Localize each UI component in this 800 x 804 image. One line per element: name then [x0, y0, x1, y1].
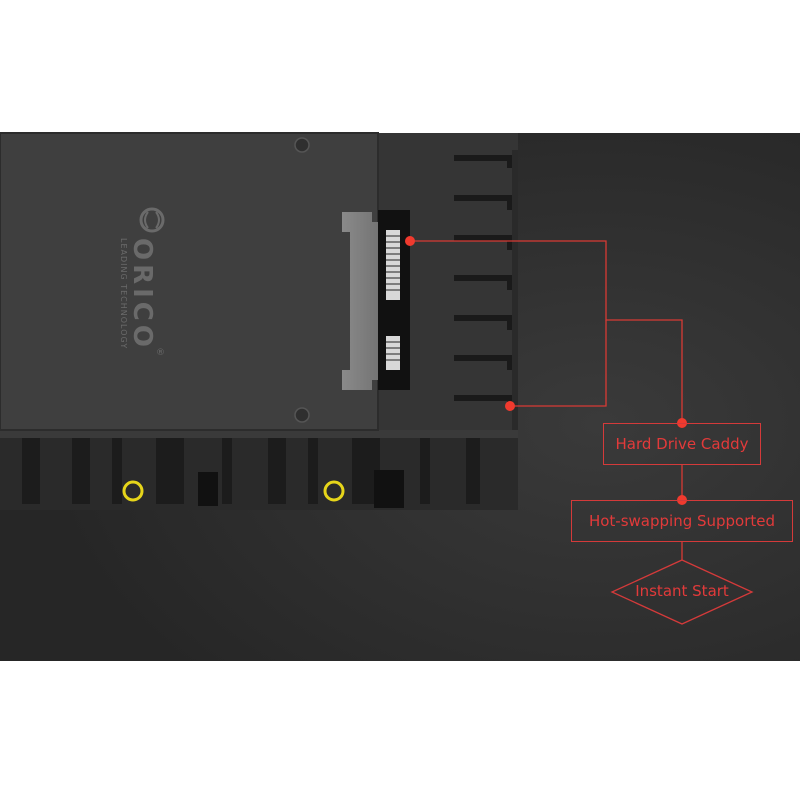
- hard-drive-caddy-label: Hard Drive Caddy: [603, 423, 761, 465]
- callout-lines: [410, 240, 683, 560]
- hot-swapping-text: Hot-swapping Supported: [588, 512, 776, 530]
- drive-body: [0, 133, 378, 430]
- screw-hole-right: [323, 480, 345, 502]
- callout-dot-connector: [405, 236, 415, 246]
- orico-tagline: LEADING TECHNOLOGY: [119, 238, 128, 350]
- bottom-latch-right: [374, 470, 404, 508]
- bottom-slot-dividers: [0, 430, 518, 438]
- sata-connector-housing: [342, 212, 388, 390]
- drive-hole-top: [294, 137, 310, 153]
- hot-swapping-label: Hot-swapping Supported: [571, 500, 793, 542]
- orico-wordmark: ORICO: [127, 238, 157, 351]
- bottom-latch-left: [198, 472, 218, 506]
- sata-pins-bottom: [386, 336, 400, 370]
- orico-logo: ORICO LEADING TECHNOLOGY ®: [119, 200, 182, 370]
- instant-start-text: Instant Start: [635, 582, 729, 600]
- hard-drive-caddy-text: Hard Drive Caddy: [615, 435, 749, 453]
- instant-start-label: Instant Start: [612, 582, 752, 600]
- screw-hole-left: [122, 480, 144, 502]
- bottom-slots: [22, 438, 480, 504]
- registered-mark: ®: [156, 348, 165, 358]
- orico-logo-mark: [139, 207, 165, 233]
- callout-dot-fin: [505, 401, 515, 411]
- instant-start-diamond: [610, 559, 754, 625]
- drive-hole-bottom: [294, 407, 310, 423]
